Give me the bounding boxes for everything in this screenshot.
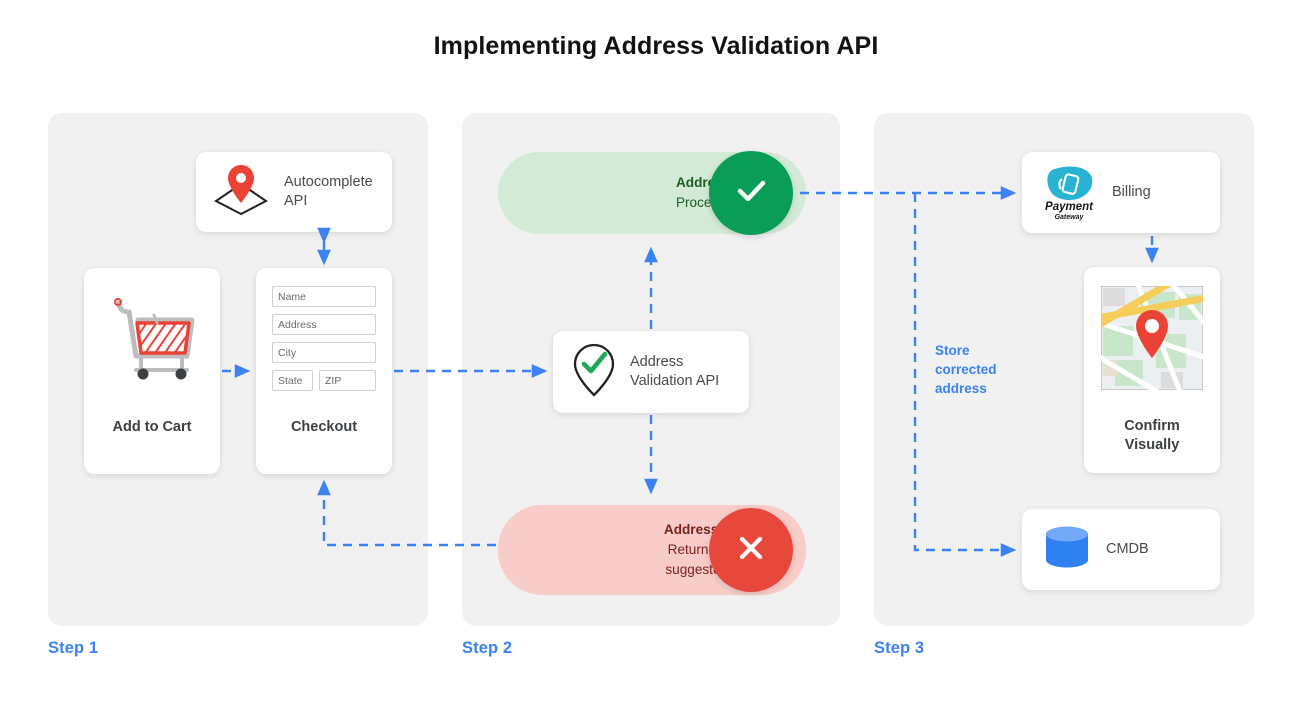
svg-text:Gateway: Gateway xyxy=(1055,214,1085,221)
valid-status-badge xyxy=(709,151,793,235)
map-thumbnail-icon xyxy=(1095,276,1209,397)
name-field[interactable]: Name xyxy=(272,286,376,307)
map-pin-envelope-icon xyxy=(210,162,272,223)
close-icon xyxy=(730,527,772,574)
state-field[interactable]: State xyxy=(272,370,313,391)
address-validation-api-card[interactable]: Address Validation API xyxy=(553,331,749,413)
autocomplete-label-line2: API xyxy=(284,193,308,209)
confirm-visually-card[interactable]: Confirm Visually xyxy=(1084,267,1220,473)
add-to-cart-caption: Add to Cart xyxy=(112,419,192,435)
checkout-card[interactable]: Name Address City State ZIP Checkout xyxy=(256,268,392,474)
check-icon xyxy=(730,170,772,217)
page-title: Implementing Address Validation API xyxy=(433,32,879,60)
autocomplete-api-card[interactable]: Autocomplete API xyxy=(196,152,392,232)
confirm-caption-line1: Confirm xyxy=(1124,418,1180,434)
step-3-label: Step 3 xyxy=(874,639,925,657)
step-2-label: Step 2 xyxy=(462,639,513,657)
state-zip-row: State ZIP xyxy=(272,370,376,391)
billing-label: Billing xyxy=(1112,183,1151,200)
city-field[interactable]: City xyxy=(272,342,376,363)
database-icon xyxy=(1042,523,1092,576)
map-pin-check-icon xyxy=(569,341,619,404)
address-validation-api-label: Address Validation API xyxy=(630,353,719,391)
billing-card[interactable]: Payment Gateway Billing xyxy=(1022,152,1220,233)
payment-gateway-logo: Payment Gateway xyxy=(1038,164,1100,222)
autocomplete-label-line1: Autocomplete xyxy=(284,173,373,190)
step-1-label: Step 1 xyxy=(48,639,99,657)
checkout-form: Name Address City State ZIP xyxy=(272,286,376,391)
shopping-cart-icon xyxy=(110,290,196,385)
autocomplete-api-label: Autocomplete API xyxy=(284,173,373,211)
invalid-status-badge xyxy=(709,508,793,592)
add-to-cart-card[interactable]: Add to Cart xyxy=(84,268,220,474)
cmdb-label: CMDB xyxy=(1106,540,1149,557)
validation-label-line1: Address xyxy=(630,353,684,370)
checkout-caption: Checkout xyxy=(290,419,358,435)
confirm-visually-caption: Confirm Visually xyxy=(1084,417,1220,455)
zip-field[interactable]: ZIP xyxy=(319,370,376,391)
address-field[interactable]: Address xyxy=(272,314,376,335)
store-corrected-address-note: Store corrected address xyxy=(935,343,997,397)
validation-label-line2: Validation API xyxy=(630,373,720,389)
svg-text:Payment: Payment xyxy=(1045,201,1094,213)
confirm-caption-line2: Visually xyxy=(1124,436,1180,453)
cmdb-card[interactable]: CMDB xyxy=(1022,509,1220,590)
